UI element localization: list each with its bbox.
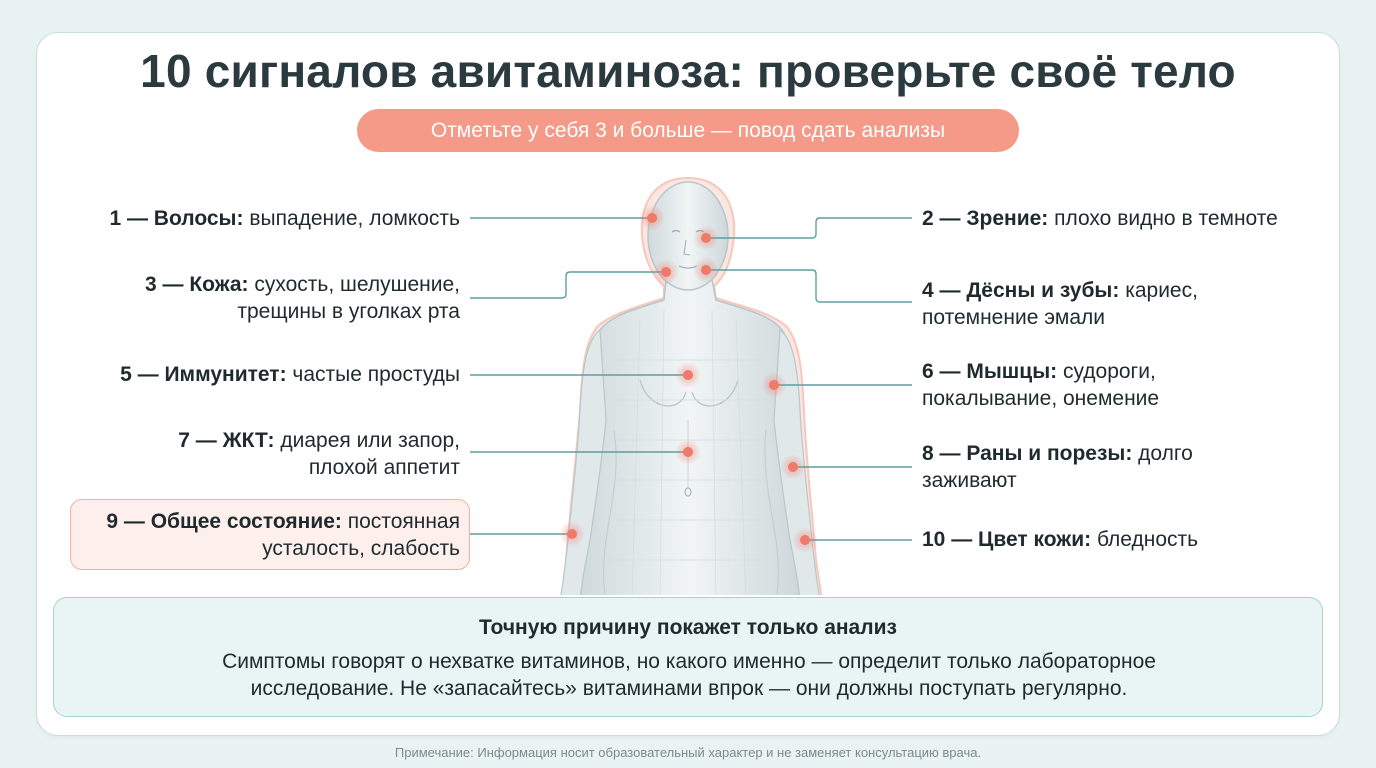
symptom-9-highlight bbox=[70, 499, 470, 570]
symptom-3-skin: 3 — Кожа: сухость, шелушение, трещины в … bbox=[144, 273, 460, 323]
disclaimer-note: Примечание: Информация носит образовател… bbox=[394, 745, 982, 760]
page-title: 10 сигналов авитаминоза: проверьте своё … bbox=[140, 45, 1236, 97]
symptom-6-muscles: 6 — Мышцы: судороги, покалывание, онемен… bbox=[922, 360, 1160, 410]
symptom-8-wounds: 8 — Раны и порезы: долго заживают bbox=[922, 442, 1193, 492]
info-box-title: Точную причину покажет только анализ bbox=[479, 616, 897, 639]
symptom-2-vision: 2 — Зрение: плохо видно в темноте bbox=[922, 207, 1278, 230]
symptom-1-hair: 1 — Волосы: выпадение, ломкость bbox=[109, 207, 460, 230]
info-box: Точную причину покажет только анализ Сим… bbox=[53, 597, 1323, 717]
connector-lines bbox=[470, 217, 912, 541]
symptom-markers bbox=[559, 205, 818, 553]
symptom-5-immunity: 5 — Иммунитет: частые простуды bbox=[120, 363, 460, 386]
subtitle-pill: Отметьте у себя 3 и больше — повод сдать… bbox=[357, 109, 1019, 152]
info-box-text: Симптомы говорят о нехватке витаминов, н… bbox=[222, 650, 1156, 700]
symptom-7-digestion: 7 — ЖКТ: диарея или запор, плохой аппети… bbox=[178, 429, 460, 479]
symptom-10-skin-color: 10 — Цвет кожи: бледность bbox=[922, 528, 1199, 551]
symptom-4-gums-teeth: 4 — Дёсны и зубы: кариес, потемнение эма… bbox=[922, 279, 1198, 329]
symptom-9-general: 9 — Общее состояние: постоянная усталост… bbox=[106, 510, 460, 560]
